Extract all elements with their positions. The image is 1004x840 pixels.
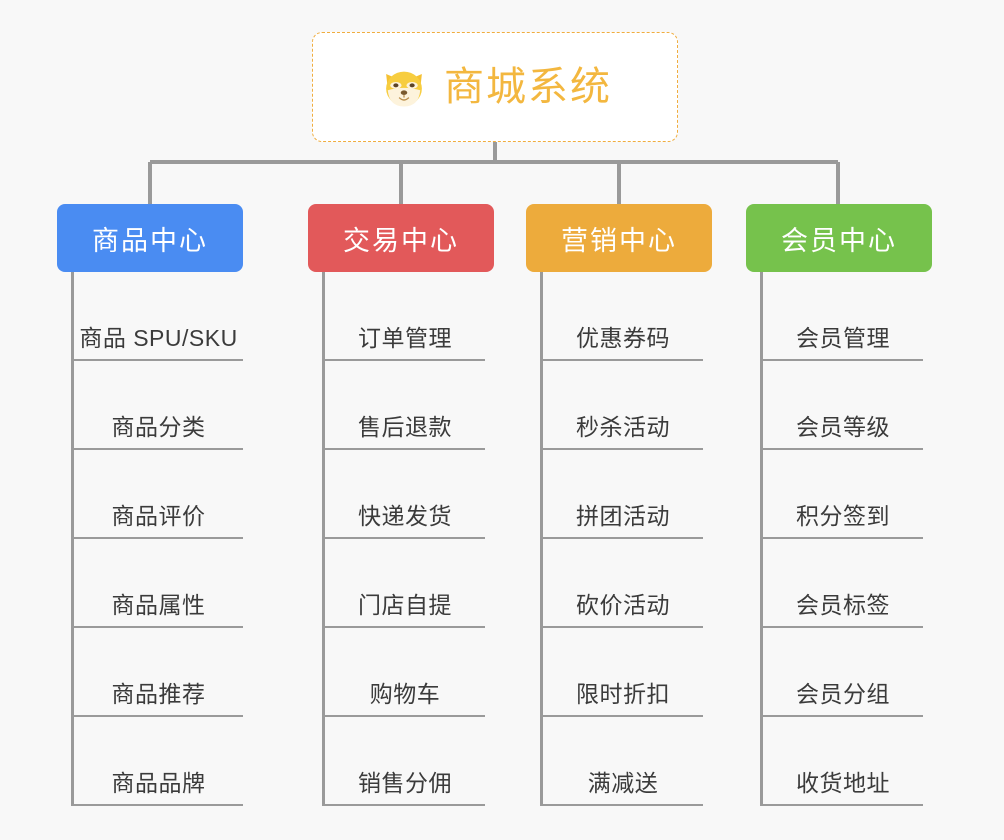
leaf-list-member-center: 会员管理 会员等级 积分签到 会员标签 会员分组 收货地址 [760, 272, 923, 806]
branch-product-center: 商品中心 商品 SPU/SKU 商品分类 商品评价 商品属性 商品推荐 商品品牌 [57, 204, 243, 806]
list-item[interactable]: 商品分类 [74, 361, 243, 450]
leaf-label: 拼团活动 [576, 503, 670, 530]
leaf-label: 商品分类 [111, 414, 206, 441]
leaf-label: 会员标签 [796, 592, 890, 619]
list-item[interactable]: 限时折扣 [543, 628, 703, 717]
category-label: 会员中心 [781, 225, 897, 256]
leaf-label: 售后退款 [358, 414, 452, 441]
leaf-list-trade-center: 订单管理 售后退款 快递发货 门店自提 购物车 销售分佣 [322, 272, 485, 806]
list-item[interactable]: 商品推荐 [74, 628, 243, 717]
category-header-trade-center[interactable]: 交易中心 [308, 204, 494, 272]
list-item[interactable]: 购物车 [325, 628, 485, 717]
list-item[interactable]: 收货地址 [763, 717, 923, 806]
leaf-label: 满减送 [587, 770, 659, 797]
leaf-label: 秒杀活动 [576, 414, 670, 441]
root-node[interactable]: 商城系统 [312, 32, 678, 142]
leaf-label: 会员分组 [796, 681, 890, 708]
list-item[interactable]: 优惠券码 [543, 272, 703, 361]
leaf-label: 优惠券码 [576, 325, 670, 352]
category-label: 商品中心 [92, 225, 208, 256]
list-item[interactable]: 会员分组 [763, 628, 923, 717]
leaf-label: 商品 SPU/SKU [79, 325, 238, 352]
list-item[interactable]: 售后退款 [325, 361, 485, 450]
leaf-label: 商品评价 [111, 503, 206, 530]
root-title: 商城系统 [444, 65, 612, 109]
leaf-label: 商品推荐 [111, 681, 206, 708]
category-label: 交易中心 [343, 225, 459, 256]
list-item[interactable]: 快递发货 [325, 450, 485, 539]
leaf-label: 商品属性 [111, 592, 206, 619]
branch-marketing-center: 营销中心 优惠券码 秒杀活动 拼团活动 砍价活动 限时折扣 满减送 [526, 204, 712, 806]
list-item[interactable]: 商品属性 [74, 539, 243, 628]
leaf-label: 收货地址 [796, 770, 890, 797]
list-item[interactable]: 拼团活动 [543, 450, 703, 539]
leaf-label: 门店自提 [358, 592, 452, 619]
leaf-label: 快递发货 [358, 503, 452, 530]
list-item[interactable]: 商品 SPU/SKU [74, 272, 243, 361]
list-item[interactable]: 满减送 [543, 717, 703, 806]
list-item[interactable]: 秒杀活动 [543, 361, 703, 450]
leaf-label: 会员管理 [796, 325, 890, 352]
category-label: 营销中心 [561, 225, 677, 256]
list-item[interactable]: 积分签到 [763, 450, 923, 539]
leaf-list-marketing-center: 优惠券码 秒杀活动 拼团活动 砍价活动 限时折扣 满减送 [540, 272, 703, 806]
leaf-label: 订单管理 [358, 325, 452, 352]
list-item[interactable]: 销售分佣 [325, 717, 485, 806]
list-item[interactable]: 会员标签 [763, 539, 923, 628]
leaf-label: 商品品牌 [111, 770, 206, 797]
branch-trade-center: 交易中心 订单管理 售后退款 快递发货 门店自提 购物车 销售分佣 [308, 204, 494, 806]
leaf-label: 销售分佣 [358, 770, 452, 797]
list-item[interactable]: 会员管理 [763, 272, 923, 361]
leaf-label: 砍价活动 [576, 592, 670, 619]
leaf-label: 积分签到 [796, 503, 890, 530]
leaf-label: 限时折扣 [576, 681, 670, 708]
category-header-product-center[interactable]: 商品中心 [57, 204, 243, 272]
branch-member-center: 会员中心 会员管理 会员等级 积分签到 会员标签 会员分组 收货地址 [746, 204, 932, 806]
list-item[interactable]: 砍价活动 [543, 539, 703, 628]
list-item[interactable]: 订单管理 [325, 272, 485, 361]
leaf-label: 购物车 [369, 681, 441, 708]
shiba-dog-icon [386, 71, 422, 107]
list-item[interactable]: 商品品牌 [74, 717, 243, 806]
category-header-member-center[interactable]: 会员中心 [746, 204, 932, 272]
list-item[interactable]: 门店自提 [325, 539, 485, 628]
category-header-marketing-center[interactable]: 营销中心 [526, 204, 712, 272]
leaf-label: 会员等级 [796, 414, 890, 441]
leaf-list-product-center: 商品 SPU/SKU 商品分类 商品评价 商品属性 商品推荐 商品品牌 [71, 272, 243, 806]
list-item[interactable]: 商品评价 [74, 450, 243, 539]
list-item[interactable]: 会员等级 [763, 361, 923, 450]
